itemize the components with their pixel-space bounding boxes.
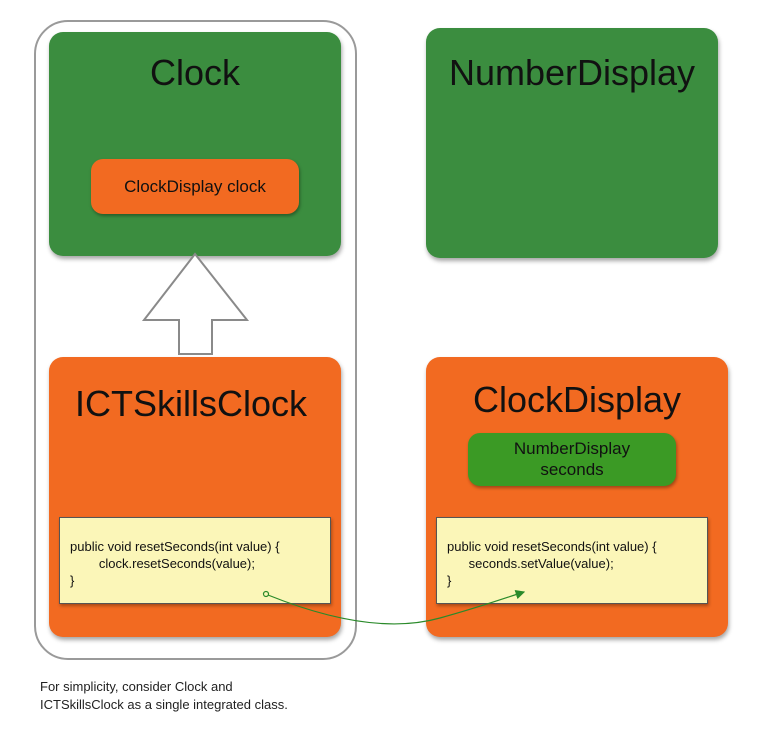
number-display-class-box[interactable]: NumberDisplay bbox=[426, 28, 718, 258]
footnote: For simplicity, consider Clock and ICTSk… bbox=[40, 678, 380, 714]
number-display-field-type: NumberDisplay bbox=[513, 439, 631, 458]
ict-skills-clock-class-box[interactable]: ICTSkillsClock public void resetSeconds(… bbox=[49, 357, 341, 637]
clock-display-class-box[interactable]: ClockDisplay NumberDisplay seconds publi… bbox=[426, 357, 728, 637]
clock-display-class-title: ClockDisplay bbox=[472, 379, 682, 420]
number-display-field-name: seconds bbox=[540, 460, 604, 479]
integrated-class-outline bbox=[34, 20, 357, 660]
footnote-line: ICTSkillsClock as a single integrated cl… bbox=[40, 697, 288, 712]
number-display-class-title: NumberDisplay bbox=[448, 52, 696, 93]
clock-class-title: Clock bbox=[149, 52, 241, 93]
clock-display-code-block: public void resetSeconds(int value) { se… bbox=[436, 517, 708, 604]
footnote-line: For simplicity, consider Clock and bbox=[40, 679, 233, 694]
code-line: seconds.setValue(value); bbox=[447, 556, 614, 571]
number-display-field: NumberDisplay seconds bbox=[468, 433, 676, 486]
code-line: public void resetSeconds(int value) { bbox=[447, 539, 657, 554]
clock-display-field: ClockDisplay clock bbox=[91, 159, 299, 214]
code-line: public void resetSeconds(int value) { bbox=[70, 539, 280, 554]
code-line: } bbox=[70, 573, 75, 588]
code-line: clock.resetSeconds(value); bbox=[70, 556, 255, 571]
code-line: } bbox=[447, 573, 452, 588]
clock-class-box[interactable]: Clock ClockDisplay clock bbox=[49, 32, 341, 256]
ict-skills-clock-code-block: public void resetSeconds(int value) { cl… bbox=[59, 517, 331, 604]
ict-skills-clock-class-title: ICTSkillsClock bbox=[75, 383, 308, 424]
